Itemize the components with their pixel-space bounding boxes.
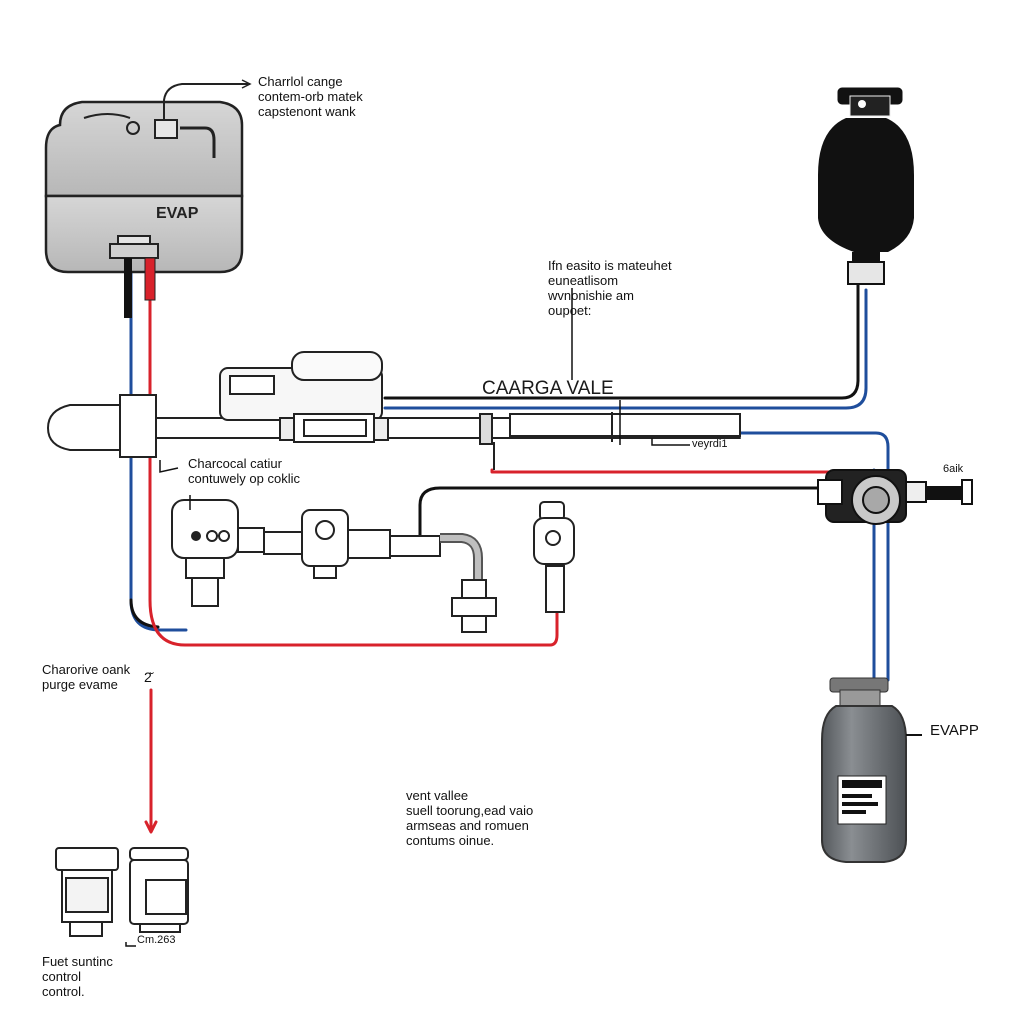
- tank-note-label: Charrlol cange contem-orb matek capsteno…: [258, 74, 363, 119]
- right-valve-hub: [817, 469, 973, 525]
- red-arrow-head: [144, 820, 158, 834]
- bottom-part-label: Cm.263: [137, 934, 176, 946]
- main-title-label: CAARGA VALE: [482, 378, 614, 399]
- black-line-top-right: [383, 283, 860, 400]
- left-bottom-number-label: 2̆: [144, 669, 152, 685]
- valve-assembly: [46, 351, 741, 470]
- grey-canister: [821, 677, 922, 863]
- small-valve: [533, 501, 575, 613]
- right-tag-label: 6aik: [943, 463, 964, 475]
- red-line-mid: [490, 468, 832, 474]
- left-bottom-note-label: Charorive oank purge evame: [42, 662, 131, 692]
- blue-line-lower-right: [608, 431, 890, 682]
- leader-lines: [125, 288, 690, 947]
- bottom-left-note-label: Fuet suntinc control control.: [42, 954, 113, 999]
- fuel-tank: [44, 79, 252, 318]
- blue-line-top-right: [383, 288, 868, 410]
- pipe-network: [125, 260, 890, 834]
- middle-note-label: Ifn easito is mateuhet euneatlisom wvnon…: [548, 258, 672, 318]
- black-line-mid: [418, 486, 832, 550]
- small-value-label: veyrdi1: [692, 438, 728, 450]
- red-line-left: [148, 260, 559, 647]
- purge-valve-assembly: [171, 499, 497, 633]
- tank-name-label: EVAP: [156, 205, 199, 222]
- left-note-label: Charcocal catiur contuwely op coklic: [188, 456, 300, 486]
- right-bottom-name-label: EVAPP: [930, 722, 979, 739]
- black-canister: [818, 87, 914, 285]
- center-bottom-note-label: vent vallee suell toorung,ead vaio armse…: [406, 788, 534, 848]
- filter-parts: [55, 847, 189, 937]
